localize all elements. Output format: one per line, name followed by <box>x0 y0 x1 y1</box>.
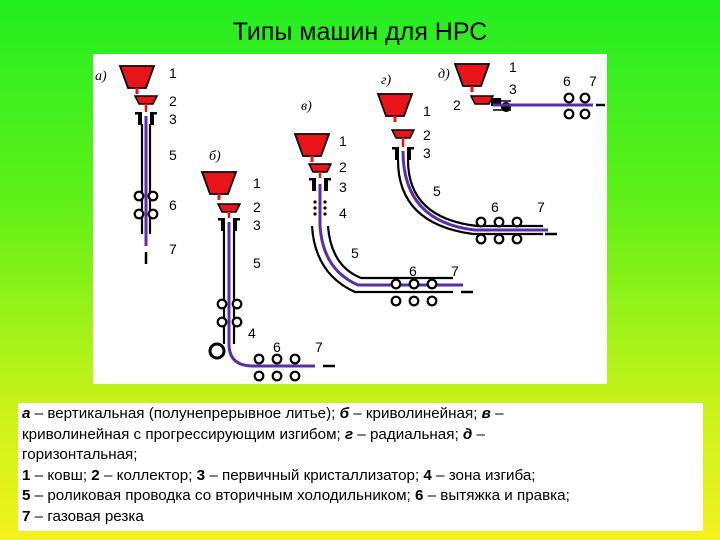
legend-text-6: – вытяжка и правка; <box>423 487 570 504</box>
legend-text-2: – коллектор; <box>99 466 197 484</box>
legend-text-v-end: криволинейная с прогрессирующим изгибом; <box>22 425 345 443</box>
legend-key-7: 7 <box>22 507 31 525</box>
label-variant-d: д) <box>438 67 450 82</box>
legend-key-v: в <box>481 405 491 422</box>
num-b-1: 1 <box>253 175 261 191</box>
num-b-7: 7 <box>315 339 323 355</box>
num-a-6: 6 <box>169 197 177 213</box>
legend-key-5: 5 <box>22 487 31 504</box>
legend-key-1: 1 <box>22 466 31 484</box>
legend-key-g: г <box>344 425 354 443</box>
caster-a-vertical <box>118 64 159 264</box>
legend-box: а – вертикальная (полунепрерывное литье)… <box>18 403 703 531</box>
num-a-1: 1 <box>169 65 177 81</box>
num-a-3: 3 <box>169 111 177 127</box>
legend-key-a: а <box>22 405 31 422</box>
num-g-5: 5 <box>433 183 441 199</box>
caster-b-curved <box>200 170 335 382</box>
num-v-4: 4 <box>339 205 347 221</box>
legend-text-g: – радиальная; <box>353 425 463 443</box>
num-a-2: 2 <box>169 93 177 109</box>
legend-line-4: 1 – ковш; 2 – коллектор; 3 – первичный к… <box>22 466 699 487</box>
legend-key-d: д <box>462 425 473 443</box>
num-b-5: 5 <box>253 255 261 271</box>
label-variant-g: г) <box>381 73 391 88</box>
legend-line-3: горизонтальная; <box>22 445 699 466</box>
num-b-4: 4 <box>248 325 256 341</box>
num-v-7: 7 <box>451 263 459 279</box>
legend-text-7: – газовая резка <box>30 507 144 525</box>
num-g-1: 1 <box>423 103 431 119</box>
num-d-6: 6 <box>563 73 571 89</box>
legend-text-5: – роликовая проводка со вторичным холоди… <box>30 487 415 504</box>
page-title: Типы машин для НРС <box>232 18 488 46</box>
num-v-2: 2 <box>339 159 347 175</box>
num-b-6: 6 <box>273 339 281 355</box>
legend-key-2: 2 <box>91 466 100 484</box>
legend-text-1: – ковш; <box>30 466 92 484</box>
legend-key-4: 4 <box>423 466 432 484</box>
num-v-5: 5 <box>351 245 359 261</box>
num-v-1: 1 <box>339 133 347 149</box>
num-v-3: 3 <box>339 179 347 195</box>
num-b-2: 2 <box>253 199 261 215</box>
num-g-2: 2 <box>423 127 431 143</box>
legend-text-b: – криволинейная; <box>349 405 482 422</box>
label-variant-a: а) <box>95 69 107 84</box>
legend-text-4: – зона изгиба; <box>431 466 536 484</box>
legend-line-6: 7 – газовая резка <box>22 507 699 528</box>
legend-text-d-end: горизонтальная; <box>22 446 138 463</box>
caster-types-diagram: а) б) в) г) д) 1 2 3 5 6 7 1 2 3 5 4 6 7… <box>93 54 607 384</box>
legend-key-6: 6 <box>414 487 424 504</box>
num-b-3: 3 <box>253 217 261 233</box>
num-d-7: 7 <box>589 73 597 89</box>
legend-text-3: – первичный кристаллизатор; <box>205 466 424 484</box>
label-variant-v: в) <box>301 99 312 114</box>
legend-text-v-start: – <box>490 405 504 422</box>
num-g-6: 6 <box>491 199 499 215</box>
legend-line-1: а – вертикальная (полунепрерывное литье)… <box>22 404 699 425</box>
num-g-7: 7 <box>537 199 545 215</box>
num-d-1: 1 <box>509 59 517 75</box>
legend-text-d-start: – <box>472 425 485 443</box>
num-v-6: 6 <box>409 263 417 279</box>
num-d-2: 2 <box>453 97 461 113</box>
legend-line-5: 5 – роликовая проводка со вторичным холо… <box>22 486 699 507</box>
caster-v-progressive <box>293 132 473 307</box>
num-a-5: 5 <box>169 147 177 163</box>
num-g-3: 3 <box>423 145 431 161</box>
legend-key-b: б <box>339 405 350 422</box>
legend-line-2: криволинейная с прогрессирующим изгибом;… <box>22 425 699 446</box>
num-a-7: 7 <box>169 241 177 257</box>
caster-d-horizontal <box>453 62 605 120</box>
num-d-3: 3 <box>509 81 517 97</box>
legend-key-3: 3 <box>196 466 206 484</box>
caster-g-radial <box>376 92 557 245</box>
label-variant-b: б) <box>209 149 221 164</box>
legend-text-a: – вертикальная (полунепрерывное литье); <box>30 405 340 422</box>
